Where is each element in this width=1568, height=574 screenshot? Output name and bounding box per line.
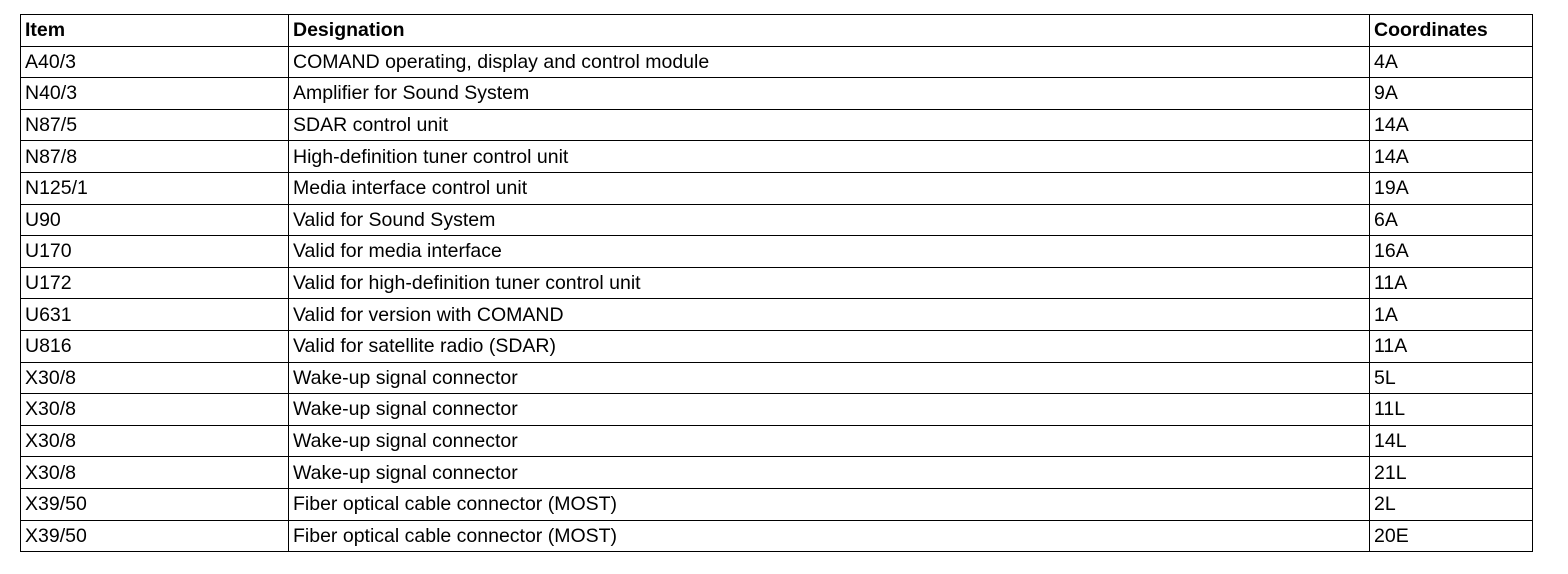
cell-coordinates: 2L	[1369, 487, 1533, 521]
cell-designation: Fiber optical cable connector (MOST)	[288, 487, 1370, 521]
cell-coordinates: 21L	[1369, 456, 1533, 489]
cell-item: X30/8	[20, 456, 289, 489]
cell-item: X30/8	[20, 361, 289, 395]
cell-item: N87/5	[20, 108, 289, 142]
cell-coordinates: 4A	[1369, 45, 1533, 79]
cell-designation: Wake-up signal connector	[288, 393, 1370, 426]
cell-item: U170	[20, 235, 289, 268]
cell-designation: Valid for satellite radio (SDAR)	[288, 329, 1370, 363]
cell-coordinates: 9A	[1369, 77, 1533, 110]
cell-item: N87/8	[20, 140, 289, 173]
cell-item: U816	[20, 329, 289, 363]
cell-coordinates: 1A	[1369, 298, 1533, 331]
cell-coordinates: 14L	[1369, 424, 1533, 458]
cell-coordinates: 6A	[1369, 203, 1533, 237]
cell-designation: Wake-up signal connector	[288, 361, 1370, 395]
cell-coordinates: 5L	[1369, 361, 1533, 395]
cell-designation: COMAND operating, display and control mo…	[288, 45, 1370, 79]
cell-item: U172	[20, 266, 289, 300]
header-coordinates: Coordinates	[1369, 14, 1533, 47]
cell-designation: Valid for version with COMAND	[288, 298, 1370, 331]
cell-coordinates: 16A	[1369, 235, 1533, 268]
cell-coordinates: 20E	[1369, 519, 1533, 553]
cell-item: X30/8	[20, 424, 289, 458]
cell-designation: Valid for Sound System	[288, 203, 1370, 237]
cell-item: A40/3	[20, 45, 289, 79]
cell-item: N125/1	[20, 171, 289, 205]
cell-designation: Media interface control unit	[288, 171, 1370, 205]
header-designation: Designation	[288, 14, 1370, 47]
cell-item: X39/50	[20, 487, 289, 521]
header-item: Item	[20, 14, 289, 47]
cell-coordinates: 11A	[1369, 329, 1533, 363]
cell-item: N40/3	[20, 77, 289, 110]
cell-coordinates: 11L	[1369, 393, 1533, 426]
cell-designation: Fiber optical cable connector (MOST)	[288, 519, 1370, 553]
cell-designation: Wake-up signal connector	[288, 424, 1370, 458]
cell-designation: High-definition tuner control unit	[288, 140, 1370, 173]
cell-designation: SDAR control unit	[288, 108, 1370, 142]
cell-coordinates: 11A	[1369, 266, 1533, 300]
cell-designation: Wake-up signal connector	[288, 456, 1370, 489]
cell-coordinates: 14A	[1369, 108, 1533, 142]
cell-item: U631	[20, 298, 289, 331]
cell-designation: Amplifier for Sound System	[288, 77, 1370, 110]
cell-designation: Valid for high-definition tuner control …	[288, 266, 1370, 300]
header-row: Item Designation Coordinates	[20, 14, 1533, 47]
cell-item: U90	[20, 203, 289, 237]
cell-coordinates: 19A	[1369, 171, 1533, 205]
cell-item: X30/8	[20, 393, 289, 426]
cell-designation: Valid for media interface	[288, 235, 1370, 268]
cell-coordinates: 14A	[1369, 140, 1533, 173]
cell-item: X39/50	[20, 519, 289, 553]
table-header: Item Designation Coordinates	[20, 14, 1533, 47]
